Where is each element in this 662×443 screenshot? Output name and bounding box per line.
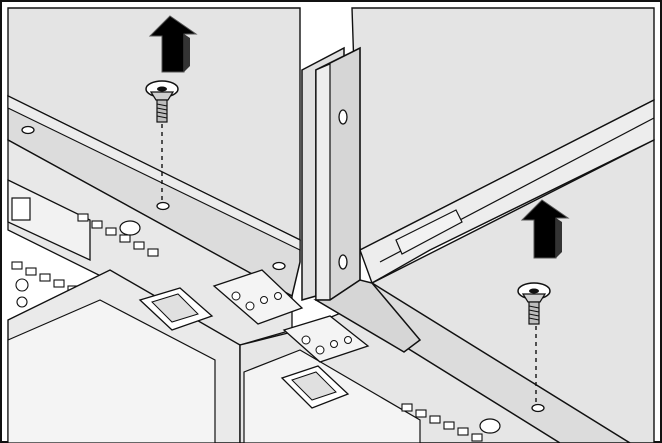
connector-pin-row-top: [77, 213, 159, 257]
screw-right: [517, 282, 551, 325]
right-rail-hole-2: [531, 403, 545, 413]
screw-left: [145, 80, 179, 123]
component-round-port-2: [16, 296, 28, 308]
right-connector-plate: [282, 315, 370, 363]
left-component-slot: [11, 197, 31, 221]
bracket-vertical-edge: [315, 63, 331, 301]
bottom-round-knob: [479, 418, 501, 434]
left-rail-top-face: [7, 95, 301, 251]
rail-screw-hole-2: [156, 201, 170, 211]
bracket-hole-upper: [338, 109, 348, 125]
drive-bay-latch-inner: [151, 293, 199, 323]
rail-screw-hole-3: [272, 261, 286, 271]
bracket-hole-lower: [338, 254, 348, 270]
center-connector-plate: [212, 269, 304, 325]
component-round-knob: [119, 220, 141, 236]
bracket-foot: [313, 279, 422, 353]
up-arrow-left-icon: [148, 15, 198, 73]
connector-pin-row-bottom: [401, 403, 483, 442]
component-round-port-1: [15, 278, 29, 292]
plate-holes: [231, 291, 282, 311]
side-wall-tab: [395, 209, 463, 255]
right-plate-holes: [301, 335, 352, 355]
right-drive-latch-inner: [291, 371, 337, 401]
rail-screw-hole-1: [21, 125, 35, 135]
up-arrow-right-icon: [520, 199, 570, 259]
left-drive-bay-face: [7, 299, 216, 443]
